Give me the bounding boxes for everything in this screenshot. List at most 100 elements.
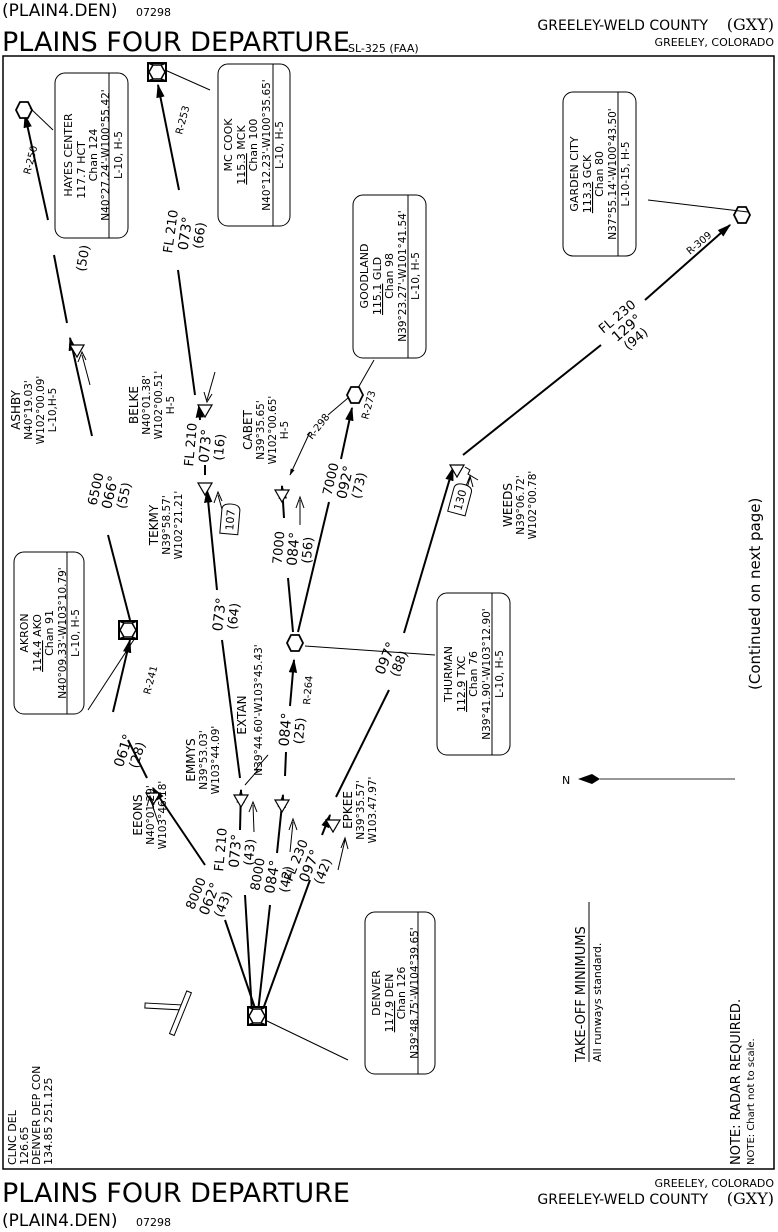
svg-text:130: 130 <box>451 488 469 512</box>
leg-ashby-hct-dist: (50) <box>74 244 93 273</box>
txc-charts: L-10, H-5 <box>494 650 506 698</box>
direction-arrows <box>77 350 474 871</box>
line-gld-r298-b <box>289 431 311 476</box>
den-name: DENVER <box>370 970 383 1016</box>
svg-text:(25): (25) <box>292 717 309 745</box>
fix-belke-label: BELKE N40°01.38' W102°00.51' H-5 <box>127 371 177 440</box>
svg-text:7000: 7000 <box>271 531 289 565</box>
line-eeons-ako <box>127 739 148 779</box>
svg-text:N40°19.03': N40°19.03' <box>23 380 35 439</box>
svg-text:N40°01.38': N40°01.38' <box>141 375 153 434</box>
line-den-emmys <box>244 894 253 1013</box>
comms-line4: 134.85 251.125 <box>42 1078 55 1165</box>
line-ashby-hct-b <box>23 113 49 221</box>
gck-chan: Chan 80 <box>593 151 606 197</box>
navaid-hct-symbol <box>15 101 33 119</box>
leg-txc-cabet-label: 7000 084° (56) <box>271 531 317 567</box>
leg-emmys-tekmy-label: 073° (64) <box>210 597 243 632</box>
svg-text:W102°00.78': W102°00.78' <box>527 471 539 540</box>
radial-gld-out: R-298 <box>306 412 333 442</box>
line-eeons-ako-b <box>112 638 132 713</box>
mck-freq-ident: 115.3 MCK <box>235 125 248 185</box>
note-scale: NOTE: Chart not to scale. <box>746 1038 757 1165</box>
svg-text:FL 210: FL 210 <box>161 209 182 254</box>
fix-emmys-symbol <box>233 794 249 808</box>
svg-text:N39°44.60'-W103°45.43': N39°44.60'-W103°45.43' <box>253 644 265 775</box>
leg-belke-mck-label: FL 210 073° (66) <box>161 209 209 254</box>
ako-charts: L-10, H-5 <box>70 609 82 657</box>
leg-den-extan-label: 8000 084° (42) <box>248 857 297 895</box>
svg-text:W102°00.09': W102°00.09' <box>35 376 47 445</box>
svg-text:EXTAN: EXTAN <box>235 695 249 734</box>
svg-text:(55): (55) <box>115 481 136 510</box>
svg-text:W102°00.65': W102°00.65' <box>267 396 279 465</box>
svg-text:W103°46.18': W103°46.18' <box>157 781 169 850</box>
svg-text:(42): (42) <box>277 865 296 894</box>
den-chan: Chan 126 <box>395 967 408 1020</box>
leg-epkee-weeds-label: 097° (88) <box>373 640 412 679</box>
svg-text:084°: 084° <box>285 531 304 566</box>
navaid-gck-symbol <box>733 206 751 224</box>
notes-block: NOTE: RADAR REQUIRED. NOTE: Chart not to… <box>729 999 757 1165</box>
line-den-extan <box>257 904 271 1013</box>
svg-text:N39°35.65': N39°35.65' <box>255 400 267 459</box>
navaid-ako-symbol <box>118 620 138 640</box>
gld-coords: N39°23.27'-W101°41.54' <box>397 210 409 341</box>
mileage-box-tekmy: 107 <box>219 503 241 536</box>
svg-text:EEONS: EEONS <box>131 794 145 835</box>
svg-text:FL 210: FL 210 <box>182 422 201 467</box>
svg-text:BELKE: BELKE <box>127 386 141 424</box>
line-ako-ashby-b <box>68 336 93 437</box>
radial-mck: R-253 <box>174 105 192 136</box>
fix-cabet-symbol <box>274 489 290 503</box>
line-den-epkee-b <box>321 813 331 836</box>
fix-ashby-label: ASHBY N40°19.03' W102°00.09' L-10,H-5 <box>9 376 59 445</box>
svg-text:EMMYS: EMMYS <box>184 738 198 781</box>
svg-text:(16): (16) <box>212 433 229 461</box>
svg-text:084°: 084° <box>277 712 296 747</box>
line-weeds-gck <box>462 344 602 456</box>
comms-block: CLNC DEL 126.65 DENVER DEP CON 134.85 25… <box>6 1066 55 1165</box>
line-ako-ashby <box>107 534 131 621</box>
den-freq-ident: 117.9 DEN <box>383 974 396 1033</box>
svg-text:ASHBY: ASHBY <box>9 389 23 429</box>
txc-coords: N39°41.90'-W103°12.90' <box>481 608 493 739</box>
txc-chan: Chan 76 <box>467 651 480 697</box>
line-epkee-weeds <box>335 689 390 798</box>
hct-freq-ident: 117.7 HCT <box>75 141 88 199</box>
ako-freq-ident: 114.4 AKO <box>31 614 44 672</box>
svg-text:084°: 084° <box>262 859 284 895</box>
navaid-mck-symbol <box>147 62 167 82</box>
svg-text:N39°35.57': N39°35.57' <box>355 780 367 839</box>
comms-line1: CLNC DEL <box>6 1109 19 1165</box>
leg-akron-ashby-label: 6500 066° (55) <box>86 471 136 510</box>
line-extan-txc-b <box>288 658 298 707</box>
comms-line3: DENVER DEP CON <box>30 1066 43 1165</box>
leg-eeons-ako-label: 061° (28) <box>111 732 149 770</box>
fix-eeons-label: EEONS N40°01.29' W103°46.18' <box>131 781 169 850</box>
hct-coords: N40°27.24'-W100°55.42' <box>100 89 112 220</box>
hct-charts: L-10, H-5 <box>113 131 125 179</box>
gld-freq-ident: 115.1 GLD <box>371 257 384 315</box>
svg-text:CABET: CABET <box>241 409 255 449</box>
svg-text:N39°53.03': N39°53.03' <box>198 730 210 789</box>
navaid-box-txc: THURMAN 112.9 TXC Chan 76 N39°41.90'-W10… <box>436 592 511 756</box>
svg-text:107: 107 <box>223 509 238 531</box>
svg-text:7000: 7000 <box>321 461 343 497</box>
svg-text:(56): (56) <box>300 536 317 564</box>
svg-text:(43): (43) <box>242 838 259 866</box>
svg-text:W103°44.09': W103°44.09' <box>210 726 222 795</box>
ako-chan: Chan 91 <box>43 610 56 656</box>
leg-txc-gld-label: 7000 092° (73) <box>321 461 371 500</box>
line-gld-r298 <box>327 397 349 416</box>
leg-weeds-gck-label: FL 230 129° (94) <box>596 298 651 354</box>
svg-text:(64): (64) <box>225 602 243 630</box>
header-revision: 07298 <box>136 6 171 19</box>
line-extan-txc <box>284 751 287 777</box>
fix-extan-label: EXTAN <box>235 695 249 734</box>
line-belke-mck <box>177 269 196 396</box>
svg-text:EPKEE: EPKEE <box>341 791 355 829</box>
line-den-eeons-b <box>152 786 206 866</box>
fix-epkee-label: EPKEE N39°35.57' W103.47.97' <box>341 777 379 844</box>
